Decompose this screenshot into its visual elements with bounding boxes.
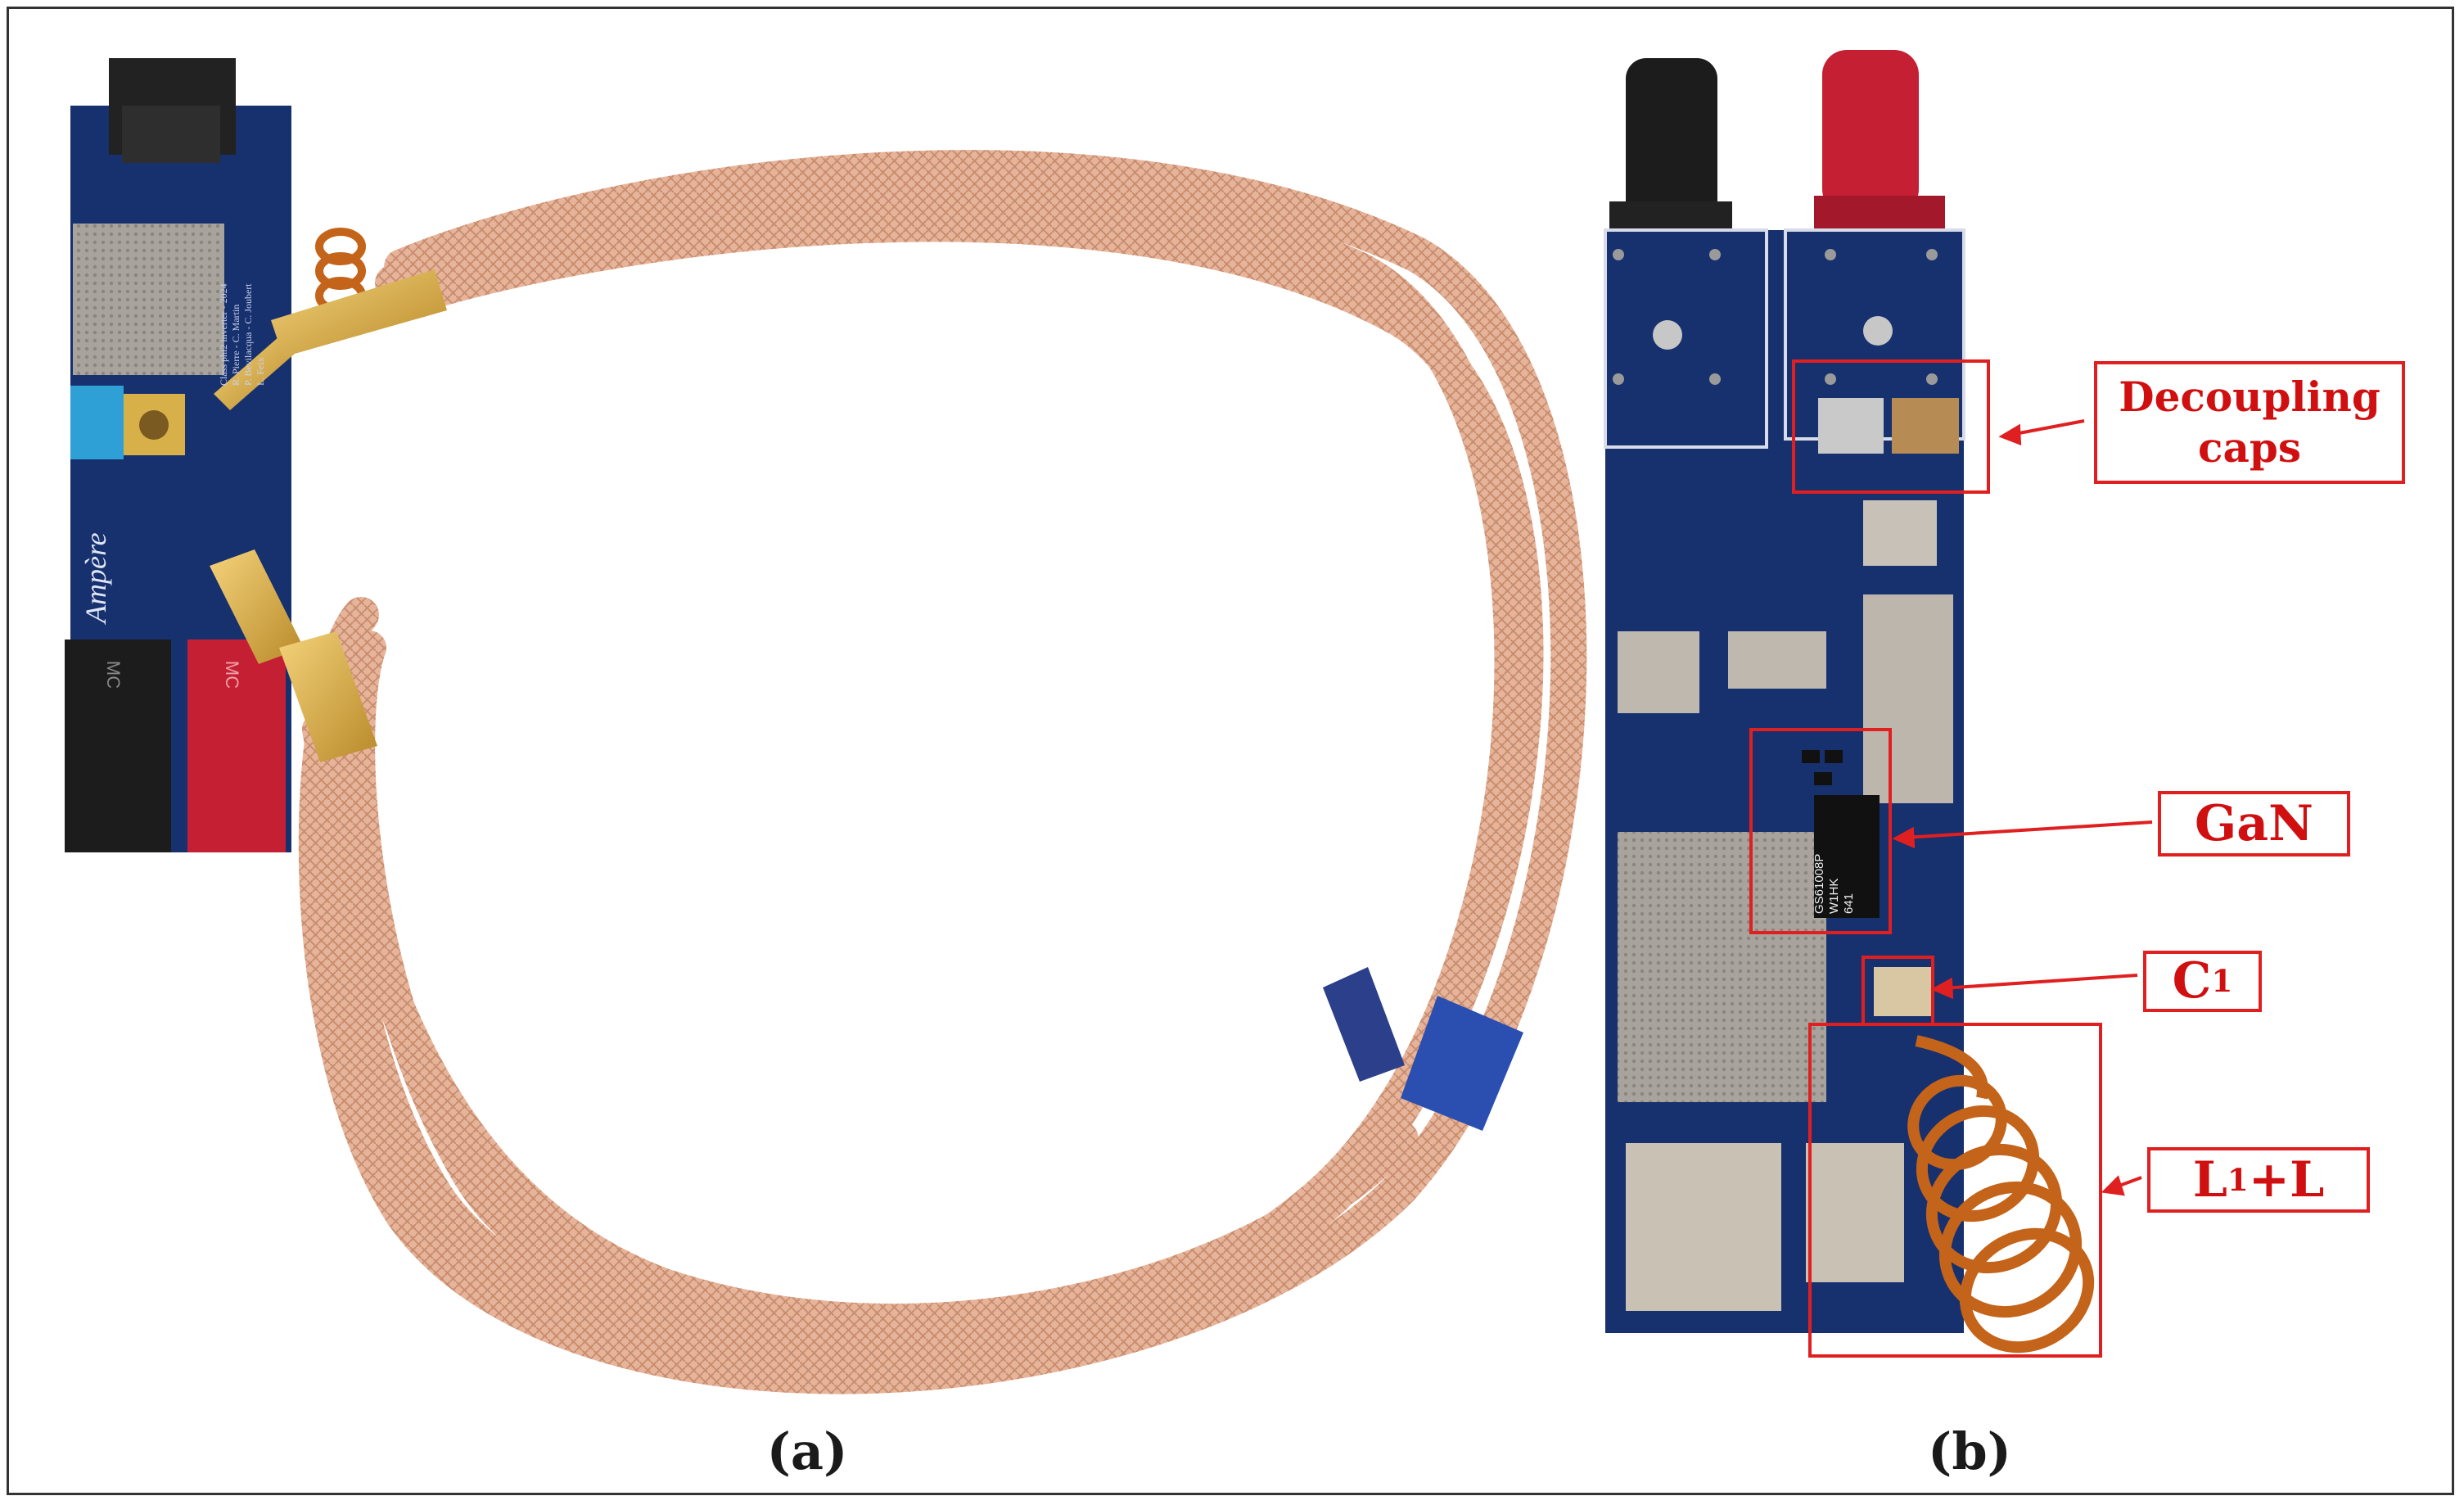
decoupling-cap-1 xyxy=(1818,398,1884,454)
annotation-c1-main: C xyxy=(2172,952,2212,1010)
board-a-authors-1: R. Pierre - C. Martin xyxy=(230,304,241,386)
gan-chip-marking: GS61008P W1HK 641 xyxy=(1812,807,1878,914)
annotation-decoupling-text: Decoupling caps xyxy=(2119,372,2381,472)
decoupling-cap-2 xyxy=(1892,398,1959,454)
c1-capacitor xyxy=(1874,967,1931,1016)
sma-end-top xyxy=(214,269,447,410)
board-a-silkscreen: Class phi2 inverter - 2024 R. Pierre - C… xyxy=(218,173,296,386)
annotation-c1-sub: 1 xyxy=(2211,963,2233,1000)
board-a-authors-2: P. Bevilacqua - C. Joubert xyxy=(242,283,254,386)
gan-chip-line-2: W1HK xyxy=(1827,878,1841,914)
gan-chip-line-3: 641 xyxy=(1842,893,1856,914)
ground-pad xyxy=(1618,832,1826,1102)
board-a-copper-pad xyxy=(73,224,224,375)
board-a-logo: Ampère xyxy=(79,532,112,623)
panel-b-photo xyxy=(1604,50,2153,1358)
drain-pad xyxy=(1863,594,1953,803)
annotation-l-sub: 1 xyxy=(2227,1161,2249,1198)
coil-l1-l xyxy=(1907,1035,2095,1354)
gan-transistor xyxy=(1814,795,1880,918)
banana-black-b xyxy=(1626,58,1717,222)
banana-black-a xyxy=(65,640,171,852)
figure-artwork xyxy=(65,50,2153,1394)
board-a-authors-3: L. Feix xyxy=(255,357,266,386)
coax-cable xyxy=(298,150,1587,1394)
gan-chip-line-1: GS61008P xyxy=(1812,853,1826,914)
annotation-l-main: L xyxy=(2192,1150,2227,1209)
annotation-gan-text: GaN xyxy=(2195,794,2313,852)
banana-red-a-label: MC xyxy=(222,660,243,689)
annotation-boxes xyxy=(1749,359,2102,1358)
banana-red-a xyxy=(187,640,286,852)
banana-black-a-label: MC xyxy=(103,660,124,689)
banana-red-b xyxy=(1822,50,1919,214)
panel-a-photo xyxy=(65,58,1587,1394)
annotation-gan: GaN xyxy=(2158,791,2350,856)
terminal-block xyxy=(70,386,124,459)
panel-b-caption: (b) xyxy=(1927,1421,2012,1481)
leader-lines xyxy=(1892,419,2153,1196)
sma-end-bottom xyxy=(210,549,377,762)
annotation-decoupling-caps: Decoupling caps xyxy=(2094,361,2405,484)
annotation-l-rest: +L xyxy=(2248,1150,2325,1209)
panel-a-caption: (a) xyxy=(766,1421,848,1481)
cable-tag xyxy=(1323,967,1523,1131)
board-a-title: Class phi2 inverter - 2024 xyxy=(218,283,229,386)
